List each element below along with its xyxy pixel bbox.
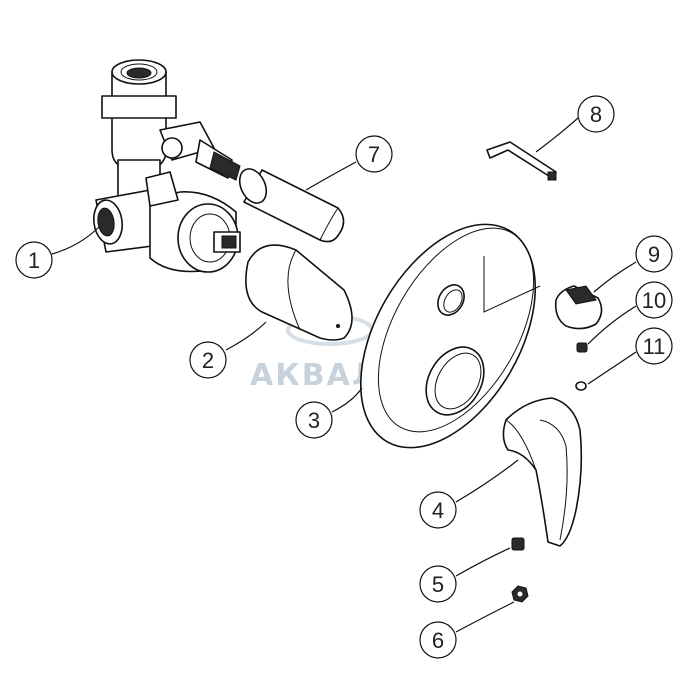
leader-6: [455, 601, 515, 633]
part-8-hex-key: [486, 141, 557, 181]
part-6-nut: [511, 585, 529, 603]
leader-7: [305, 161, 357, 191]
callout-6-label: 6: [432, 628, 444, 653]
callout-5: 5: [419, 565, 457, 603]
callout-5-label: 5: [432, 572, 444, 597]
part-4-lever-handle: [502, 397, 583, 547]
leader-2: [225, 321, 267, 351]
part-7-cap-cylinder: [238, 168, 345, 243]
leader-8: [535, 117, 579, 153]
leader-1: [51, 225, 101, 255]
callout-11-label: 11: [643, 334, 666, 359]
callout-8-label: 8: [590, 102, 602, 127]
callout-4: 4: [419, 491, 457, 529]
part-2-cone-cap: [245, 244, 353, 341]
callout-8: 8: [577, 95, 615, 133]
leader-10: [587, 305, 637, 345]
part-11-plug: [575, 381, 587, 391]
leader-11: [587, 351, 637, 385]
callout-3: 3: [295, 401, 333, 439]
callout-11: 11: [635, 327, 673, 365]
callout-1-label: 1: [28, 248, 40, 273]
leader-9: [593, 261, 637, 293]
callout-1: 1: [15, 241, 53, 279]
callout-9: 9: [635, 235, 673, 273]
part-1-valve-body: [93, 59, 241, 273]
callout-6: 6: [419, 621, 457, 659]
part-3-escutcheon: [359, 223, 541, 449]
callout-3-label: 3: [308, 408, 320, 433]
part-5-screw: [511, 537, 525, 551]
part-10-grub-screw: [576, 342, 588, 353]
leader-lines: [51, 117, 637, 633]
part-9-diverter-knob: [554, 285, 603, 330]
callout-7-label: 7: [368, 142, 380, 167]
leader-3: [331, 387, 363, 413]
callout-2: 2: [189, 341, 227, 379]
callout-10-label: 10: [642, 288, 666, 313]
callout-2-label: 2: [202, 348, 214, 373]
callout-4-label: 4: [432, 498, 444, 523]
leader-5: [455, 547, 511, 577]
callout-9-label: 9: [648, 242, 660, 267]
callout-7: 7: [355, 135, 393, 173]
callout-10: 10: [635, 281, 673, 319]
leader-4: [455, 459, 519, 503]
